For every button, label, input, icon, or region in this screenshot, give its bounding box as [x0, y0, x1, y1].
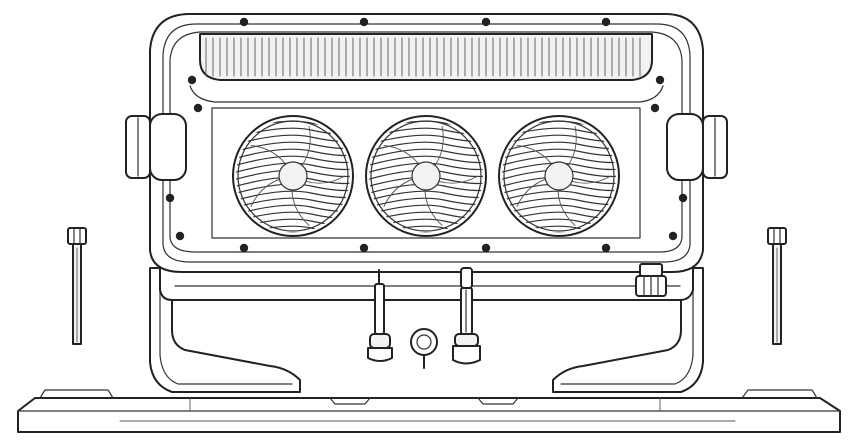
fan-guard-wire — [236, 162, 350, 174]
fan-guard-wire — [236, 176, 350, 188]
fan-guard-wire — [236, 148, 350, 160]
housing-screws — [165, 17, 688, 253]
left-mounting-bolt — [67, 227, 87, 345]
screw — [655, 75, 665, 85]
fan-guard-wire — [369, 141, 483, 153]
right-side-knob — [666, 113, 728, 181]
fan-guard-wire — [502, 148, 616, 160]
screw — [359, 17, 369, 27]
screw — [239, 17, 249, 27]
screw — [175, 231, 185, 241]
screw — [678, 193, 688, 203]
left-side-knob — [125, 113, 187, 181]
fan-guard-wire — [502, 183, 616, 195]
cooling-fans — [232, 115, 620, 237]
fan-guard-wire — [369, 169, 483, 181]
fan-2 — [365, 115, 487, 237]
screw — [193, 103, 203, 113]
fan-guard-wire — [369, 190, 483, 202]
mounting-base — [17, 389, 841, 433]
grille-slats — [205, 37, 641, 77]
left-bracket-arm — [149, 267, 301, 393]
fan-guard-wire — [502, 162, 616, 174]
screw — [481, 17, 491, 27]
fan-guard-wire — [369, 183, 483, 195]
fan-guard-wire — [369, 176, 483, 188]
fan-guard-wire — [236, 155, 350, 167]
screw — [601, 243, 611, 253]
screw — [601, 17, 611, 27]
fan-guard-wire — [236, 169, 350, 181]
fan-guard-wire — [236, 141, 350, 153]
right-mounting-bolt — [767, 227, 787, 345]
fan-hub — [411, 161, 441, 191]
fan-guard-wire — [502, 155, 616, 167]
fan-guard-wire — [502, 190, 616, 202]
fan-guard-wire — [369, 148, 483, 160]
screw — [359, 243, 369, 253]
screw — [668, 231, 678, 241]
fan-guard-wire — [369, 162, 483, 174]
right-cable-connector — [452, 267, 481, 365]
fan-guard-wire — [502, 141, 616, 153]
lower-housing — [159, 267, 694, 301]
center-antenna-connector — [410, 328, 438, 369]
fan-guard-wire — [369, 155, 483, 167]
top-vent-grille — [189, 33, 664, 103]
right-bracket-arm — [552, 267, 704, 393]
fan-hub — [544, 161, 574, 191]
screw — [239, 243, 249, 253]
fan-guard-wire — [236, 183, 350, 195]
screw — [481, 243, 491, 253]
fan-guard-wire — [502, 176, 616, 188]
fan-guard-wire — [502, 169, 616, 181]
left-cable-connector — [367, 269, 393, 362]
screw — [165, 193, 175, 203]
screw — [650, 103, 660, 113]
cable-gland — [635, 263, 667, 297]
fan-guard-wire — [236, 190, 350, 202]
fan-hub — [278, 161, 308, 191]
fan-bay — [211, 107, 641, 239]
screw — [187, 75, 197, 85]
